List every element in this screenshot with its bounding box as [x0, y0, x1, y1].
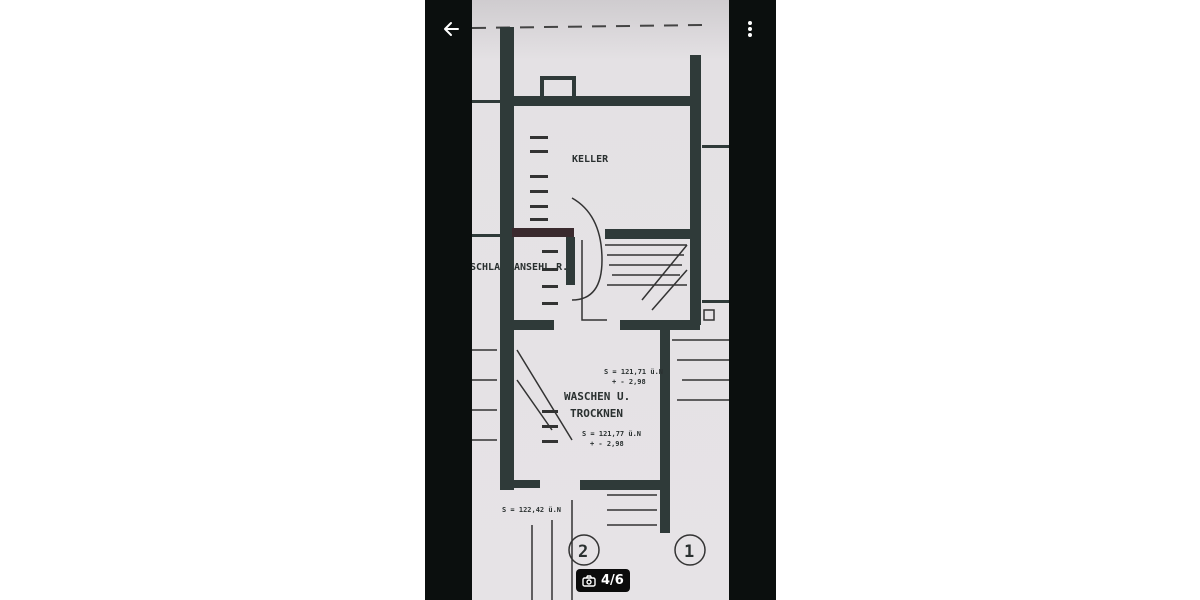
wall [690, 55, 701, 325]
arrow-left-icon [444, 22, 459, 36]
label-level-1: S = 121,71 ü.N [604, 368, 663, 376]
label-schla: SCHLA [472, 262, 500, 273]
label-waschen: WASCHEN U. [564, 390, 630, 403]
image-counter-badge: 4/6 [576, 569, 630, 592]
label-level-2: S = 121,77 ü.N [582, 430, 641, 438]
wall [500, 27, 514, 490]
floor-plan-drawing: KELLER SCHLA ANSEHL.R. WASCHEN U. TROCKN… [472, 24, 729, 600]
image-viewer: KELLER SCHLA ANSEHL.R. WASCHEN U. TROCKN… [425, 0, 776, 600]
label-level-3: S = 122,42 ü.N [502, 506, 561, 514]
more-options-button[interactable] [733, 12, 767, 46]
wall [512, 96, 692, 106]
camera-icon [582, 574, 596, 587]
more-vertical-icon [748, 21, 752, 37]
floor-plan-photo: KELLER SCHLA ANSEHL.R. WASCHEN U. TROCKN… [472, 0, 729, 600]
image-counter-text: 4/6 [601, 573, 624, 588]
axis-marker-2: 2 [578, 542, 588, 562]
axis-marker-1: 1 [684, 542, 694, 562]
label-level-1b: + - 2,98 [612, 378, 646, 386]
label-level-2b: + - 2,98 [590, 440, 624, 448]
label-ansehl: ANSEHL.R. [514, 262, 568, 273]
label-keller: KELLER [572, 154, 609, 165]
label-trocknen: TROCKNEN [570, 407, 623, 420]
back-button[interactable] [434, 12, 468, 46]
